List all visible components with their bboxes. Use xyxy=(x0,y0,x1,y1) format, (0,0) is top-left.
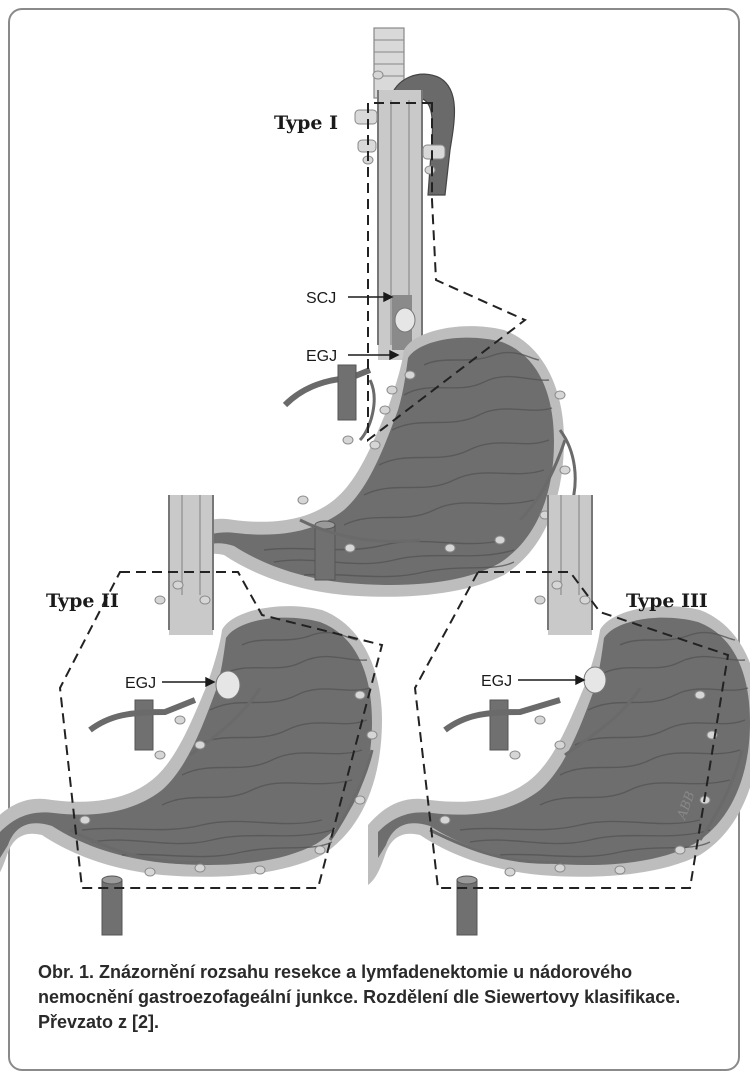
type-2-label: Type II xyxy=(46,590,119,612)
caption-line-3: Převzato z [2]. xyxy=(38,1010,728,1035)
egj-label-type-3: EGJ xyxy=(481,673,512,690)
type-1-illustration xyxy=(172,28,575,605)
caption-line-1: Obr. 1. Znázornění rozsahu resekce a lym… xyxy=(38,960,728,985)
egj-label-type-2: EGJ xyxy=(125,675,156,692)
scj-label: SCJ xyxy=(306,290,336,307)
egj-label-type-1: EGJ xyxy=(306,348,337,365)
type-3-label: Type III xyxy=(626,590,708,612)
type-1-label: Type I xyxy=(274,112,338,134)
figure-caption: Obr. 1. Znázornění rozsahu resekce a lym… xyxy=(38,960,728,1035)
caption-line-2: nemocnění gastroezofageální junkce. Rozd… xyxy=(38,985,728,1010)
